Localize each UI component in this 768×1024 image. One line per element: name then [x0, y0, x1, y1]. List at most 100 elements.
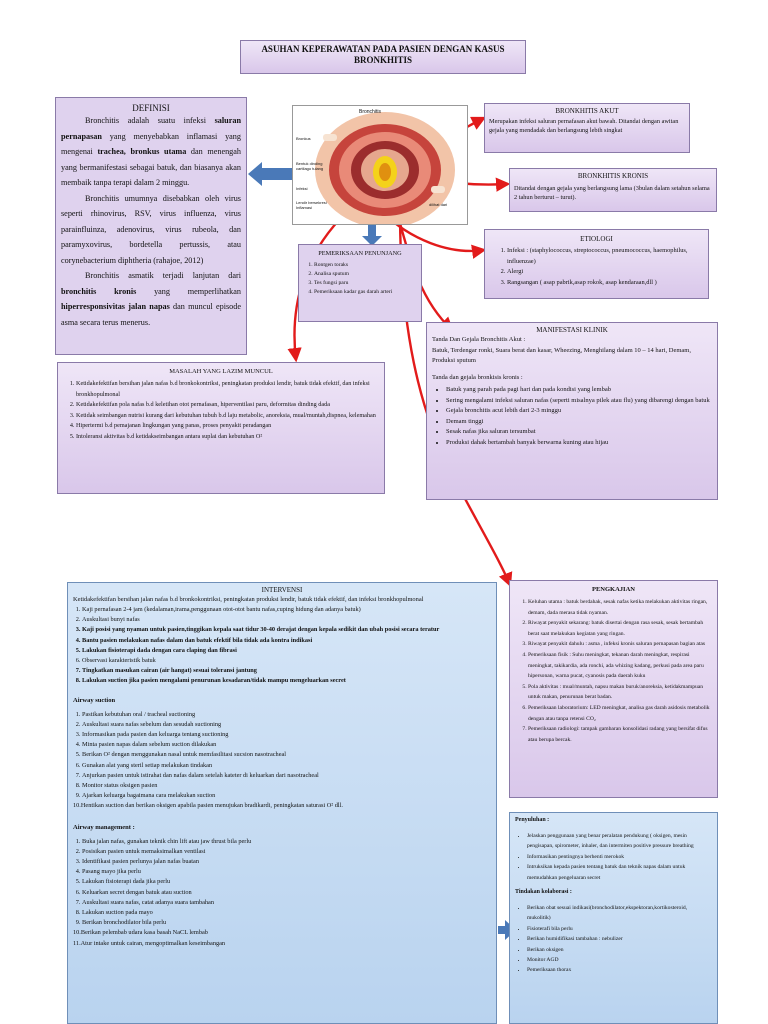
manifestasi-heading: MANIFESTASI KLINIK: [536, 326, 608, 334]
list-item: Pemeriksaan radiologi: tampak gambaran k…: [528, 724, 713, 745]
masalah-list: Ketidakefektifan bersihan jalan nafas b.…: [64, 379, 378, 442]
list-item: Auskultasi suara nafas sebelum dan sesud…: [82, 720, 491, 730]
list-item: Riwayat penyakit dahulu : asma , infeksi…: [528, 639, 713, 650]
list-item: Pola aktivitas : mual/muntah, napsu maka…: [528, 682, 713, 703]
list-item: Tes fungsi paru: [314, 279, 417, 288]
kronis-heading: BRONKHITIS KRONIS: [577, 172, 649, 180]
manifestasi-akut-title: Tanda Dan Gejala Bronchitis Akut :: [432, 336, 526, 343]
list-item: Rangsangan ( asap pabrik,asap rokok, asa…: [507, 278, 704, 289]
list-item: Infeksi : (staphylococcus, streptococcus…: [507, 246, 704, 267]
illustration-label-5: Lendir bersekresi: [296, 200, 327, 205]
intervensi-heading: INTERVENSI: [261, 586, 303, 594]
list-item: Keluhan utama : batuk berdahak, sesak na…: [528, 597, 713, 618]
list-item: Demam tinggi: [446, 417, 712, 428]
list-item: Hipertermi b.d pemajanan lingkungan yang…: [76, 421, 378, 432]
masalah-box: MASALAH YANG LAZIM MUNCUL Ketidakefektif…: [57, 362, 385, 494]
penyuluhan-list: Jelaskan penggunaan yang benar peralatan…: [515, 831, 712, 883]
kolaborasi-list: Berikan obat sesuai indikasi(bronchodila…: [515, 903, 712, 976]
list-item: Fisioterafi bila perlu: [527, 924, 712, 934]
list-item: Pemeriksaan kadar gas darah arteri: [314, 288, 417, 297]
list-item: Auskultasi suara nafas, catat adanya sua…: [82, 898, 491, 908]
definisi-p1-d: trachea, bronkus utama: [97, 147, 187, 156]
manifestasi-kronis-title: Tanda dan gejala bronkisis kronis :: [432, 373, 523, 381]
manifestasi-kronis-list: Batuk yang parah pada pagi hari dan pada…: [432, 385, 712, 448]
list-item: Pastikan kebutuhan oral / tracheal sucti…: [82, 710, 491, 720]
manifestasi-box: MANIFESTASI KLINIK Tanda Dan Gejala Bron…: [426, 322, 718, 500]
list-item: Auskultasi bunyi nafas: [82, 615, 491, 625]
pemeriksaan-box: PEMERIKSAAN PENUNJANG Rontgen toraks Ana…: [298, 244, 422, 322]
definisi-p3: Bronchitis asmatik terjadi lanjutan dari…: [61, 268, 241, 330]
list-item: Tingkatkan masukan cairan (air hangat) s…: [82, 666, 491, 676]
definisi-p3-d: hiperresponsivitas jalan napas: [61, 302, 170, 311]
definisi-p3-e: dan muncul episode asma secara terus men…: [61, 302, 242, 327]
bronchus-drawing: [315, 112, 455, 224]
list-item: Intruksikan kepada pasien tentang batuk …: [527, 862, 712, 883]
pengkajian-list: Keluhan utama : batuk berdahak, sesak na…: [514, 597, 713, 745]
list-item: Kaji posisi yang nyaman untuk pasien,tin…: [82, 625, 491, 635]
list-item: Berikan O² dengan menggunakan nasal untu…: [82, 750, 491, 760]
list-item: Analisa sputum: [314, 270, 417, 279]
pemeriksaan-list: Rontgen toraks Analisa sputum Tes fungsi…: [303, 261, 417, 297]
list-item: Pemeriksaan fisik : Suhu meningkat, teka…: [528, 650, 713, 682]
blue-arrow-right: [498, 920, 516, 940]
illustration-label-3: cartilago tulang: [296, 166, 324, 171]
list-item: Berikan oksigen: [527, 945, 712, 955]
list-item: Anjurkan pasien untuk istirahat dan nafa…: [82, 771, 491, 781]
list-item: Informasikan pentingnya berhenti merokok: [527, 852, 712, 862]
list-item: Intoleransi aktivitas b.d ketidakseimban…: [76, 432, 378, 443]
list-item: Posisikan pasien untuk memaksimalkan ven…: [82, 847, 491, 857]
illustration-label-6: Inflamasi: [296, 205, 313, 210]
illustration-label-1: Bronkus: [296, 136, 311, 141]
list-item: Lakukan fisioterapi dada jika perlu: [82, 877, 491, 887]
list-item: Berikan humidifikasi tambahan : nebulize…: [527, 934, 712, 944]
akut-text: Merupakan infeksi saluran pernafasan aku…: [489, 118, 679, 134]
definisi-p1-e: dan menengah yang bermanifestasi sebagai…: [61, 147, 242, 187]
definisi-p1-a: Bronchitis adalah suatu infeksi: [85, 116, 215, 125]
list-item: 11.Atur intake untuk cairan, mengoptimal…: [73, 939, 226, 947]
etiologi-list: Infeksi : (staphylococcus, streptococcus…: [489, 246, 704, 288]
illustration-label-4: Infeksi: [296, 186, 308, 191]
penyuluhan-box: Penyuluhan : Jelaskan penggunaan yang be…: [509, 812, 718, 1024]
list-item: Berikan bronchodilator bila perlu: [82, 918, 491, 928]
blue-arrow-down: [362, 224, 382, 246]
definisi-p1-b: saluran pernapasan: [61, 116, 241, 141]
list-item: Riwayat penyakit sekarang: batuk diserta…: [528, 618, 713, 639]
list-item: Minta pasien napas dalam sebelum suction…: [82, 740, 491, 750]
list-item: Berikan obat sesuai indikasi(bronchodila…: [527, 903, 712, 924]
intervensi-box: INTERVENSI Ketidakefektifan bersihan jal…: [67, 582, 497, 1024]
manifestasi-akut-text: Batuk, Terdengar ronki, Suara berat dan …: [432, 346, 691, 365]
list-item: Batuk yang parah pada pagi hari dan pada…: [446, 385, 712, 396]
intervensi-list: Kaji pernafasan 2-4 jam (kedalaman,irama…: [73, 605, 491, 687]
akut-box: BRONKHITIS AKUT Merupakan infeksi salura…: [484, 103, 690, 153]
intervensi-intro: Ketidakefektifan bersihan jalan nafas b.…: [73, 596, 424, 603]
akut-heading: BRONKHITIS AKUT: [555, 107, 619, 115]
list-item: Keluarkan secret dengan batuk atau sucti…: [82, 888, 491, 898]
list-item: Jelaskan penggunaan yang benar peralatan…: [527, 831, 712, 852]
definisi-p3-a: Bronchitis asmatik terjadi lanjutan dari: [85, 271, 241, 280]
title-line2: BRONKHITIS: [353, 55, 413, 65]
list-item: Ketidakefektifan bersihan jalan nafas b.…: [76, 379, 378, 400]
list-item: Pemeriksaan thorax: [527, 965, 712, 975]
definisi-box: DEFINISI Bronchitis adalah suatu infeksi…: [55, 97, 247, 355]
list-item: Lakukan suction pada mayo: [82, 908, 491, 918]
list-item: Produksi dahak bertambah banyak berwarna…: [446, 438, 712, 449]
list-item: Lakukan fisioterapi dada dengan cara cla…: [82, 646, 491, 656]
list-item: Rontgen toraks: [314, 261, 417, 270]
suction-title: Airway suction: [73, 696, 116, 704]
list-item: Buka jalan nafas, gunakan teknik chin li…: [82, 837, 491, 847]
list-item: Gejala bronchitis acut lebih dari 2-3 mi…: [446, 406, 712, 417]
list-item: Ketidak seimbangan nutrisi kurang dari k…: [76, 411, 378, 422]
list-item: Bantu pasien melakukan nafas dalam dan b…: [82, 636, 491, 646]
kronis-text: Ditandai dengan gejala yang berlangsung …: [514, 185, 710, 201]
kronis-box: BRONKHITIS KRONIS Ditandai dengan gejala…: [509, 168, 717, 212]
list-item: Monitor AGD: [527, 955, 712, 965]
title-line1: ASUHAN KEPERAWATAN PADA PASIEN DENGAN KA…: [261, 44, 505, 54]
list-item: Identifikasi pasien perlunya jalan nafas…: [82, 857, 491, 867]
list-item: Ketidakefektifan pola nafas b.d keletiha…: [76, 400, 378, 411]
blue-arrow-left: [248, 162, 292, 186]
illustration-caption: Bronchitis: [359, 109, 381, 115]
list-item: Sering mengalami infeksi saluran nafas (…: [446, 396, 712, 407]
list-item: Ajarkan keluarga bagaimana cara melakuka…: [82, 791, 491, 801]
pengkajian-heading: PENGKAJIAN: [592, 586, 635, 593]
illustration-label-2: Bentuk dinding: [296, 161, 323, 166]
